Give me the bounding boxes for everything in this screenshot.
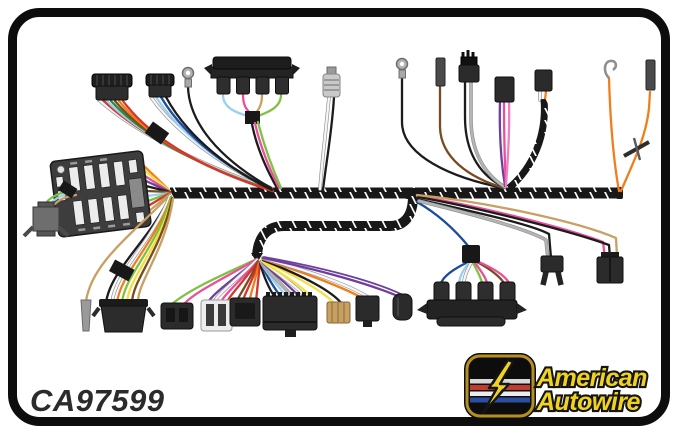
connector-top-left-a [91,73,133,101]
connector-top-left-b [145,73,175,98]
tape-wrap [109,259,135,282]
main-harness-trunk [170,187,623,263]
top-left-wire-bundle [97,98,275,193]
bulkhead-connector-bottom [417,281,527,327]
two-prong-connector [540,255,564,286]
connector-tan [326,301,351,324]
fuse-panel-wires [142,164,172,213]
fuse-panel [49,150,152,238]
connector-far-right [596,252,624,284]
ring-terminal-right [395,57,506,190]
bulkhead-connector-top [204,56,300,190]
tape-wrap [462,245,480,263]
connector-2pin-small [160,302,194,330]
socket-connector [318,66,341,192]
connector-purple-pink [494,76,515,188]
brand-line2: Autowire [536,388,641,416]
brand-logo: American Autowire [464,353,650,419]
tape-wrap [245,111,260,124]
lightning-bolt-icon [481,358,515,415]
brand-line1: American [536,364,647,392]
harness-clip [623,137,650,161]
terminal-brown [435,57,506,190]
connector-large-multipin [262,292,318,337]
terminal-orange [645,59,656,91]
connector-bottom-left [91,299,156,333]
bottom-right-branch [415,193,619,285]
hook-terminal-orange [603,59,618,79]
connector-2pin-black [355,295,380,327]
flasher-connector [22,180,78,238]
ring-terminal-left [181,66,273,190]
part-number: CA97599 [30,383,165,418]
tape-wrap [144,121,170,145]
connector-round [392,293,413,321]
bottom-left-branch [80,194,175,333]
blade-terminal-tan [80,299,92,332]
connector-white [200,299,233,332]
loom-connector [506,69,553,191]
connector-black-gray [458,50,507,189]
connector-3pin [229,297,261,327]
orange-leads-right [603,59,656,193]
connector-top-left-b-wires [149,95,274,192]
